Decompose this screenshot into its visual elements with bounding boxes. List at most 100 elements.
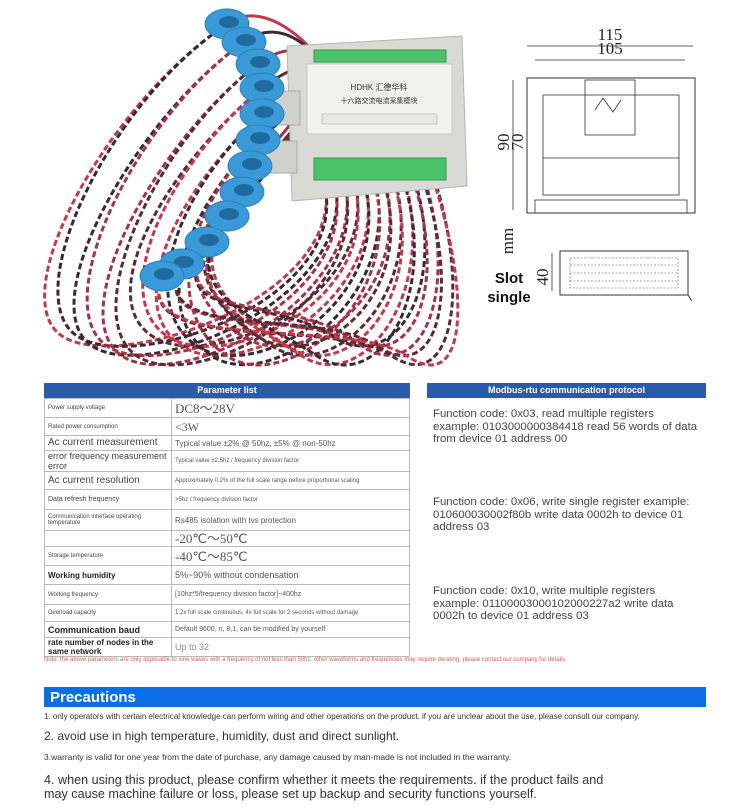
param-key: Communication interface operating temper… (44, 509, 172, 531)
table-row: error frequency measurement error Typica… (44, 450, 410, 472)
wire (174, 175, 443, 358)
dim-height-inner: 70 (508, 134, 527, 151)
modbus-protocol-title: Modbus-rtu communication protocol (427, 383, 706, 398)
wire (195, 164, 392, 348)
ct-ring (204, 200, 250, 232)
ct-ring (235, 124, 281, 156)
param-value: Default 9600, n, 8,1, can be modified by… (171, 621, 410, 638)
dim-height-outer: 90 (495, 134, 513, 151)
wire (114, 62, 350, 367)
param-value: -40℃～85℃ (171, 546, 410, 566)
param-value: <3W (171, 417, 410, 436)
modbus-block-read: Function code: 0x03, read multiple regis… (433, 408, 698, 445)
table-row: -20℃～50℃ (44, 530, 410, 547)
twisted-wires (43, 14, 460, 367)
table-row: Communication interface operating temper… (44, 509, 410, 531)
table-row: Ac current resolution Approximately 0.2%… (44, 471, 410, 490)
module-body: HDHK 汇德华科 十六路交流电流采集模块 (261, 35, 468, 202)
wire (72, 40, 339, 357)
param-value: 1.2x full scale continuous, 4x full scal… (171, 604, 410, 622)
wire (174, 170, 440, 357)
param-key: Working frequency (44, 584, 172, 605)
param-key: Rated power consumption (44, 417, 172, 436)
param-value: 5%~90% without condensation (171, 565, 410, 585)
param-value: >5hz / frequency division factor (171, 489, 410, 510)
param-key: Ac current measurement (44, 435, 172, 451)
wire (207, 175, 416, 367)
slot-label: Slot single (478, 269, 540, 307)
table-row: Power supply voltage DC8～28V (44, 398, 410, 418)
param-value: Up to 32 (171, 637, 410, 657)
table-row: Overload capacity 1.2x full scale contin… (44, 604, 410, 622)
modbus-block-write-single: Function code: 0x06, write single regist… (433, 496, 690, 533)
wire (206, 170, 403, 357)
modbus-protocol-panel: Modbus-rtu communication protocol Functi… (427, 383, 706, 651)
param-value: Approximately 0.2% of the full scale ran… (171, 471, 410, 490)
module-name-label: 十六路交流电流采集模块 (341, 96, 418, 105)
table-row: rate number of nodes in the same network… (44, 637, 410, 657)
parameter-list-panel: Parameter list Power supply voltage DC8～… (44, 383, 410, 657)
precaution-item-4: 4. when using this product, please confi… (44, 773, 604, 787)
precautions-title: Precautions (50, 689, 136, 706)
ct-ring (184, 226, 230, 258)
wire (141, 86, 360, 348)
ct-ring (239, 98, 285, 130)
precautions-header: Precautions (44, 687, 706, 707)
ct-ring (227, 150, 273, 182)
wire (193, 170, 427, 348)
param-key: Working humidity (44, 565, 172, 585)
wire (166, 112, 371, 358)
param-key: Communication baud (44, 621, 172, 638)
param-key: Storage temperature (44, 546, 172, 566)
wire (177, 138, 381, 367)
wire (195, 175, 429, 348)
dim-width-inner: 105 (597, 39, 623, 58)
table-row: Ac current measurement Typical value ±2%… (44, 435, 410, 451)
modbus-block-write-multiple: Function code: 0x10, write multiple regi… (433, 585, 674, 622)
param-value: Typical value ±2.5hz / frequency divisio… (171, 450, 410, 472)
parameter-list-title: Parameter list (44, 383, 410, 398)
table-row: Rated power consumption <3W (44, 417, 410, 436)
dim-depth: 40 (533, 269, 552, 286)
wire (154, 112, 370, 357)
wire (101, 62, 349, 367)
param-key: Overload capacity (44, 604, 172, 622)
wire (205, 170, 415, 367)
dim-unit: mm (498, 228, 517, 254)
param-key: error frequency measurement error (44, 450, 172, 472)
wire (128, 86, 360, 348)
ct-ring (139, 260, 185, 292)
precaution-item-2: 2. avoid use in high temperature, humidi… (44, 729, 400, 743)
param-value: -20℃～50℃ (171, 530, 410, 547)
precaution-item-3: 3.warranty is valid for one year from th… (44, 752, 512, 762)
dim-width-outer: 115 (598, 25, 623, 44)
wire (157, 175, 460, 367)
param-key: Power supply voltage (44, 398, 172, 418)
parameter-note: Note: the above parameters are only appl… (44, 657, 567, 663)
param-value: [10hz*5/frequency division factor]~400hz (171, 584, 410, 605)
front-dimension-drawing: 115 105 90 70 (495, 25, 696, 214)
wire (187, 138, 382, 367)
table-row: Working frequency [10hz*5/frequency divi… (44, 584, 410, 605)
param-value: DC8～28V (171, 398, 410, 418)
slot-label-line1: Slot (494, 270, 524, 287)
table-row: Communication baud Default 9600, n, 8,1,… (44, 621, 410, 638)
product-photo: HDHK 汇德华科 十六路交流电流采集模块 (43, 8, 468, 367)
table-row: Storage temperature -40℃～85℃ (44, 546, 410, 566)
wire (85, 40, 339, 357)
param-key: Data refresh frequency (44, 489, 172, 510)
wire (43, 22, 328, 348)
param-key: Ac current resolution (44, 471, 172, 490)
side-dimension-drawing: mm 40 (498, 228, 693, 302)
module-brand-label: HDHK 汇德华科 (351, 82, 408, 92)
table-row: Data refresh frequency >5hz / frequency … (44, 489, 410, 510)
parameter-table: Power supply voltage DC8～28V Rated power… (44, 398, 410, 657)
ct-ring (235, 48, 281, 80)
precaution-item-4-cont: may cause machine failure or loss, pleas… (44, 787, 537, 801)
slot-label-line2: single (487, 289, 531, 306)
table-row: Working humidity 5%~90% without condensa… (44, 565, 410, 585)
param-key: rate number of nodes in the same network (44, 637, 172, 657)
ct-ring (219, 176, 265, 208)
wire (56, 22, 329, 348)
param-value: Rs485 isolation with tvs protection (171, 509, 410, 531)
